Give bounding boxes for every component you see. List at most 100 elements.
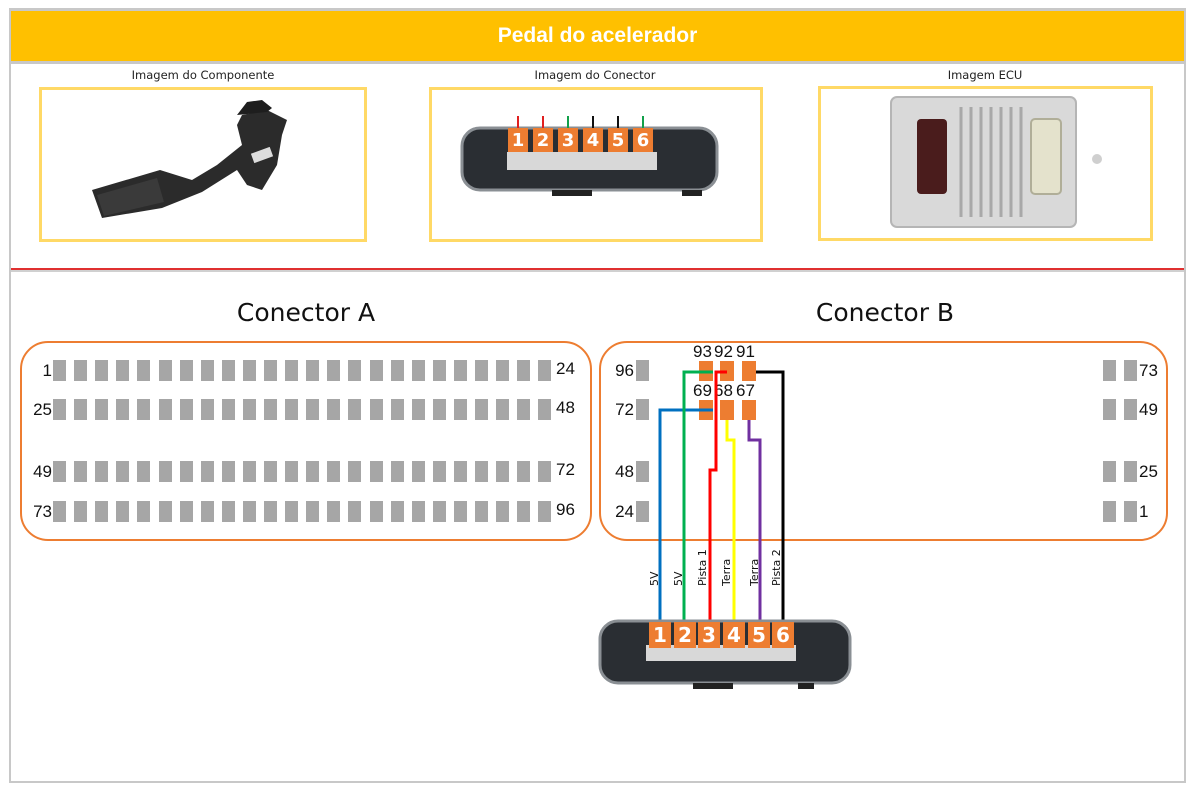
pedal-pin-1: 1 [649, 622, 671, 648]
pin-number-badge: 2 [533, 128, 553, 152]
pin-slot [116, 501, 130, 522]
pin-slot [53, 360, 66, 381]
pin-slot [306, 360, 320, 381]
pin-slot [264, 501, 277, 522]
pin-label-left: 49 [33, 462, 52, 481]
pin-slot [95, 461, 109, 482]
wire-stub [617, 116, 619, 128]
pin-slot [137, 399, 151, 420]
pin-slot [116, 399, 130, 420]
ecu-image [818, 86, 1153, 241]
pin-slot [496, 399, 510, 420]
pin-slot [1124, 461, 1137, 482]
pin-slot [221, 461, 235, 482]
pin-slot [74, 360, 88, 381]
pin-slot [53, 461, 66, 482]
wire-stub [642, 116, 644, 128]
connector-b-title: Conector B [815, 298, 955, 327]
pin-slot [475, 360, 488, 381]
pin-slot [369, 461, 383, 482]
pin-slot [538, 461, 552, 482]
wire-stub [517, 116, 519, 128]
pin-slot [179, 399, 193, 420]
wire-signal-label: 5V [648, 571, 661, 586]
pin-slot [306, 399, 320, 420]
pin-slot [158, 501, 172, 522]
pin-slot [285, 360, 299, 381]
pin-slot [453, 360, 467, 381]
pin-slot [53, 399, 66, 420]
pin-slot [200, 399, 214, 420]
pin-slot [200, 501, 214, 522]
pin-slot [116, 360, 130, 381]
pin-slot [517, 501, 531, 522]
pin-slot [475, 461, 488, 482]
pin-slot [636, 461, 649, 482]
pin-number-badge: 5 [608, 128, 628, 152]
pin-slot [1103, 360, 1116, 381]
pin-slot [285, 501, 299, 522]
pin-slot [137, 461, 151, 482]
pin-slot [390, 360, 404, 381]
pin-slot [432, 360, 446, 381]
page-title: Pedal do acelerador [11, 11, 1184, 64]
pin-slot [390, 501, 404, 522]
pin-slot [453, 461, 467, 482]
pin-number-badge: 1 [508, 128, 528, 152]
pin-label-right: 1 [1139, 502, 1149, 521]
pin-slot [538, 399, 552, 420]
pin-slot [221, 399, 235, 420]
wire-stub [567, 116, 569, 128]
pin-slot [285, 399, 299, 420]
pin-slot [411, 461, 425, 482]
pin-slot [74, 501, 88, 522]
ecu-pin-68 [720, 400, 734, 420]
pin-slot [179, 360, 193, 381]
connector-image-caption: Imagem do Conector [534, 68, 656, 82]
pin-slot [390, 399, 404, 420]
section-divider [11, 268, 1184, 270]
ecu-pin-label: 91 [736, 342, 755, 361]
pin-slot [636, 360, 649, 381]
component-image [39, 87, 367, 242]
component-image-caption: Imagem do Componente [131, 68, 275, 82]
wire-1-to-69 [658, 408, 713, 622]
pin-slot [327, 501, 341, 522]
wire-2-to-93 [682, 370, 713, 622]
pin-slot [411, 360, 425, 381]
pin-slot [327, 399, 341, 420]
pin-slot [517, 360, 531, 381]
pin-slot [53, 501, 66, 522]
pin-slot [74, 399, 88, 420]
ecu-pin-91 [742, 361, 756, 381]
pin-label-left: 73 [33, 502, 52, 521]
pin-number-badge: 4 [583, 128, 603, 152]
pin-label-left: 72 [615, 400, 634, 419]
pin-slot [158, 461, 172, 482]
connector-b-outline [599, 341, 1168, 541]
pin-slot [411, 399, 425, 420]
connector-a-title: Conector A [236, 298, 376, 327]
pin-slot [221, 501, 235, 522]
wire-stub [542, 116, 544, 128]
pin-slot [137, 501, 151, 522]
pin-slot [348, 501, 362, 522]
pin-slot [327, 360, 341, 381]
pin-slot [496, 461, 510, 482]
pedal-pin-6: 6 [772, 622, 794, 648]
pin-slot [327, 461, 341, 482]
pin-slot [200, 360, 214, 381]
wire-signal-label: Terra [748, 558, 761, 586]
accelerator-pedal-icon [92, 100, 287, 218]
pin-slot [242, 399, 256, 420]
pin-slot [453, 501, 467, 522]
pin-slot [179, 461, 193, 482]
pin-slot [306, 461, 320, 482]
wire-signal-label: Pista 1 [696, 549, 709, 586]
pin-label-right: 24 [556, 359, 575, 378]
pin-slot [1103, 461, 1116, 482]
pin-slot [496, 501, 510, 522]
pin-slot [432, 501, 446, 522]
ecu-photo-icon [890, 96, 1102, 228]
pin-label-left: 1 [42, 361, 52, 380]
